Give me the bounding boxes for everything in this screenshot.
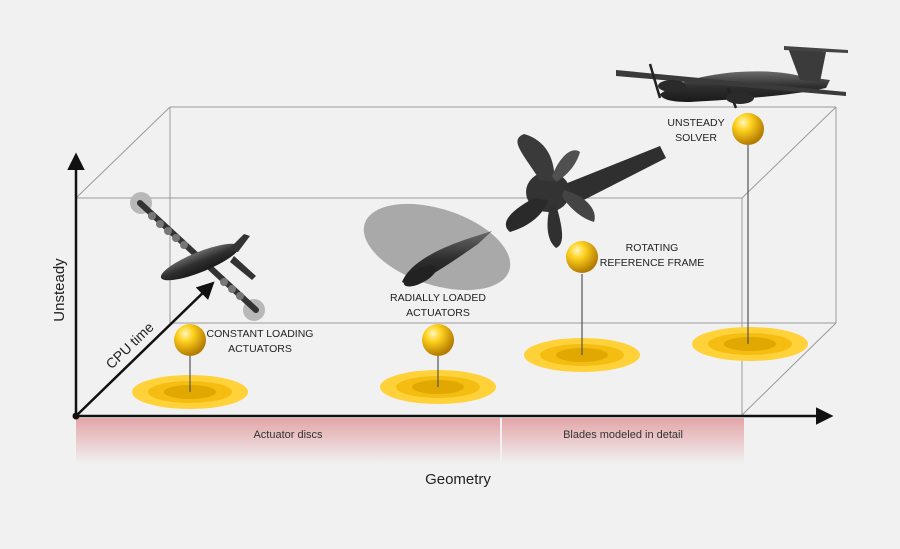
- x-axis-label: Geometry: [425, 471, 491, 488]
- svg-text:SOLVER: SOLVER: [675, 132, 717, 144]
- svg-text:ACTUATORS: ACTUATORS: [406, 307, 470, 319]
- svg-text:CONSTANT LOADING: CONSTANT LOADING: [207, 328, 314, 340]
- stems: [189, 145, 749, 392]
- svg-text:ACTUATORS: ACTUATORS: [228, 343, 292, 355]
- geometry-bands: Actuator discs Blades modeled in detail: [76, 418, 744, 464]
- domain-box: [75, 106, 837, 416]
- radial-actuator-aircraft-icon: [363, 203, 511, 291]
- svg-text:ROTATING: ROTATING: [626, 242, 679, 254]
- disc-4: [692, 327, 808, 361]
- band-blades-detail: [502, 418, 744, 464]
- distributed-propulsion-aircraft-icon: [130, 192, 265, 321]
- propeller-icon: [505, 134, 666, 248]
- stage-label-4: UNSTEADY SOLVER: [667, 117, 724, 144]
- svg-text:UNSTEADY: UNSTEADY: [667, 117, 724, 129]
- band-actuator-discs: [76, 418, 500, 464]
- band-actuator-discs-label: Actuator discs: [253, 429, 323, 441]
- svg-text:REFERENCE FRAME: REFERENCE FRAME: [600, 257, 704, 269]
- sphere-rotating-frame: [566, 241, 598, 273]
- sphere-radially-loaded: [422, 324, 454, 356]
- sphere-unsteady-solver: [732, 113, 764, 145]
- twin-engine-aircraft-icon: [616, 46, 848, 109]
- band-blades-detail-label: Blades modeled in detail: [563, 429, 683, 441]
- stage-label-1: CONSTANT LOADING ACTUATORS: [207, 328, 314, 355]
- y-axis-label: Unsteady: [51, 258, 68, 322]
- axes: [67, 152, 834, 425]
- stage-label-3: ROTATING REFERENCE FRAME: [600, 242, 704, 269]
- svg-text:RADIALLY LOADED: RADIALLY LOADED: [390, 292, 486, 304]
- stage-label-2: RADIALLY LOADED ACTUATORS: [390, 292, 486, 319]
- z-axis-arrow: [75, 281, 215, 417]
- sphere-constant-loading: [174, 324, 206, 356]
